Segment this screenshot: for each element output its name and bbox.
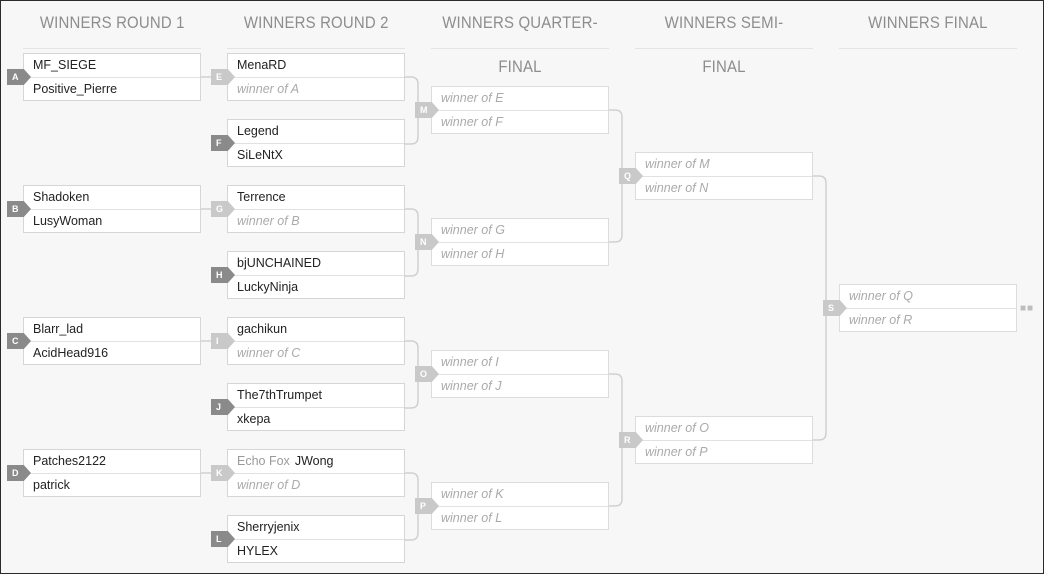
match-badge: F xyxy=(211,135,235,151)
match-badge: G xyxy=(211,201,235,217)
participant-slot[interactable]: patrick xyxy=(24,473,200,497)
match-L[interactable]: L Sherryjenix HYLEX xyxy=(211,515,405,563)
participant-slot[interactable]: AcidHead916 xyxy=(24,341,200,365)
match-I[interactable]: I gachikun winner of C xyxy=(211,317,405,365)
match-badge: C xyxy=(7,333,31,349)
participant-slot[interactable]: The7thTrumpet xyxy=(237,388,322,402)
participant-slot[interactable]: Echo Fox JWong xyxy=(228,450,404,473)
match-badge: E xyxy=(211,69,235,85)
participant-placeholder: winner of C xyxy=(228,341,404,365)
participant-slot[interactable]: bjUNCHAINED xyxy=(237,256,322,270)
round-header-winners-round-2: WINNERS ROUND 2 xyxy=(227,1,405,49)
participant-placeholder: winner of K xyxy=(441,487,504,501)
match-D[interactable]: D Patches2122 patrick xyxy=(7,449,201,497)
match-badge: H xyxy=(211,267,235,283)
team-tag: Echo Fox xyxy=(237,454,290,468)
participant-placeholder: winner of B xyxy=(228,209,404,233)
match-badge: S xyxy=(823,300,847,316)
match-N[interactable]: N winner of G winner of H xyxy=(415,218,609,266)
participant-placeholder: winner of M xyxy=(645,157,710,171)
round-header-winners-quarter-final: WINNERS QUARTER-FINAL xyxy=(431,1,609,76)
participant-slot[interactable]: xkepa xyxy=(228,407,404,431)
participant-slot[interactable]: HYLEX xyxy=(228,539,404,563)
participant-slot[interactable]: LuckyNinja xyxy=(228,275,404,299)
match-K[interactable]: K Echo Fox JWong winner of D xyxy=(211,449,405,497)
match-J[interactable]: J The7thTrumpet xkepa xyxy=(211,383,405,431)
participant-slot[interactable]: SiLeNtX xyxy=(228,143,404,167)
participant-placeholder: winner of R xyxy=(840,308,1016,332)
match-G[interactable]: G Terrence winner of B xyxy=(211,185,405,233)
match-badge: R xyxy=(619,432,643,448)
participant-placeholder: winner of F xyxy=(432,110,608,134)
participant-placeholder: winner of Q xyxy=(849,289,913,303)
participant-placeholder: winner of O xyxy=(645,421,709,435)
match-S[interactable]: S winner of Q winner of R xyxy=(823,284,1017,332)
participant-slot[interactable]: Terrence xyxy=(237,190,286,204)
match-C[interactable]: C Blarr_lad AcidHead916 xyxy=(7,317,201,365)
match-badge: D xyxy=(7,465,31,481)
continuation-dots-icon: ■■ xyxy=(1020,303,1035,314)
match-M[interactable]: M winner of E winner of F xyxy=(415,86,609,134)
match-badge: A xyxy=(7,69,31,85)
match-badge: I xyxy=(211,333,235,349)
participant-placeholder: winner of H xyxy=(432,242,608,266)
match-P[interactable]: P winner of K winner of L xyxy=(415,482,609,530)
participant-placeholder: winner of J xyxy=(432,374,608,398)
participant-slot[interactable]: Patches2122 xyxy=(33,454,106,468)
match-H[interactable]: H bjUNCHAINED LuckyNinja xyxy=(211,251,405,299)
participant-placeholder: winner of D xyxy=(228,473,404,497)
match-Q[interactable]: Q winner of M winner of N xyxy=(619,152,813,200)
match-badge: B xyxy=(7,201,31,217)
match-badge: J xyxy=(211,399,235,415)
match-badge: L xyxy=(211,531,235,547)
participant-slot[interactable]: MF_SIEGE xyxy=(33,58,97,72)
match-badge: Q xyxy=(619,168,643,184)
match-R[interactable]: R winner of O winner of P xyxy=(619,416,813,464)
participant-placeholder: winner of L xyxy=(432,506,608,530)
match-B[interactable]: B Shadoken LusyWoman xyxy=(7,185,201,233)
participant-placeholder: winner of A xyxy=(228,77,404,101)
participant-name: JWong xyxy=(294,454,334,468)
participant-slot[interactable]: Legend xyxy=(237,124,279,138)
match-E[interactable]: E MenaRD winner of A xyxy=(211,53,405,101)
round-header-winners-final: WINNERS FINAL xyxy=(839,1,1017,49)
participant-placeholder: winner of I xyxy=(441,355,499,369)
match-badge: K xyxy=(211,465,235,481)
match-badge: N xyxy=(415,234,439,250)
participant-placeholder: winner of E xyxy=(441,91,504,105)
match-O[interactable]: O winner of I winner of J xyxy=(415,350,609,398)
round-header-winners-round-1: WINNERS ROUND 1 xyxy=(23,1,201,49)
participant-slot[interactable]: Sherryjenix xyxy=(237,520,300,534)
match-badge: P xyxy=(415,498,439,514)
participant-placeholder: winner of G xyxy=(441,223,505,237)
participant-slot[interactable]: gachikun xyxy=(237,322,288,336)
participant-slot[interactable]: Shadoken xyxy=(33,190,90,204)
match-A[interactable]: A MF_SIEGE Positive_Pierre xyxy=(7,53,201,101)
match-badge: O xyxy=(415,366,439,382)
participant-placeholder: winner of P xyxy=(636,440,812,464)
match-badge: M xyxy=(415,102,439,118)
match-F[interactable]: F Legend SiLeNtX xyxy=(211,119,405,167)
participant-placeholder: winner of N xyxy=(636,176,812,200)
participant-slot[interactable]: MenaRD xyxy=(237,58,287,72)
participant-slot[interactable]: LusyWoman xyxy=(24,209,200,233)
participant-slot[interactable]: Positive_Pierre xyxy=(24,77,200,101)
participant-slot[interactable]: Blarr_lad xyxy=(33,322,84,336)
round-header-winners-semi-final: WINNERS SEMI-FINAL xyxy=(635,1,813,76)
